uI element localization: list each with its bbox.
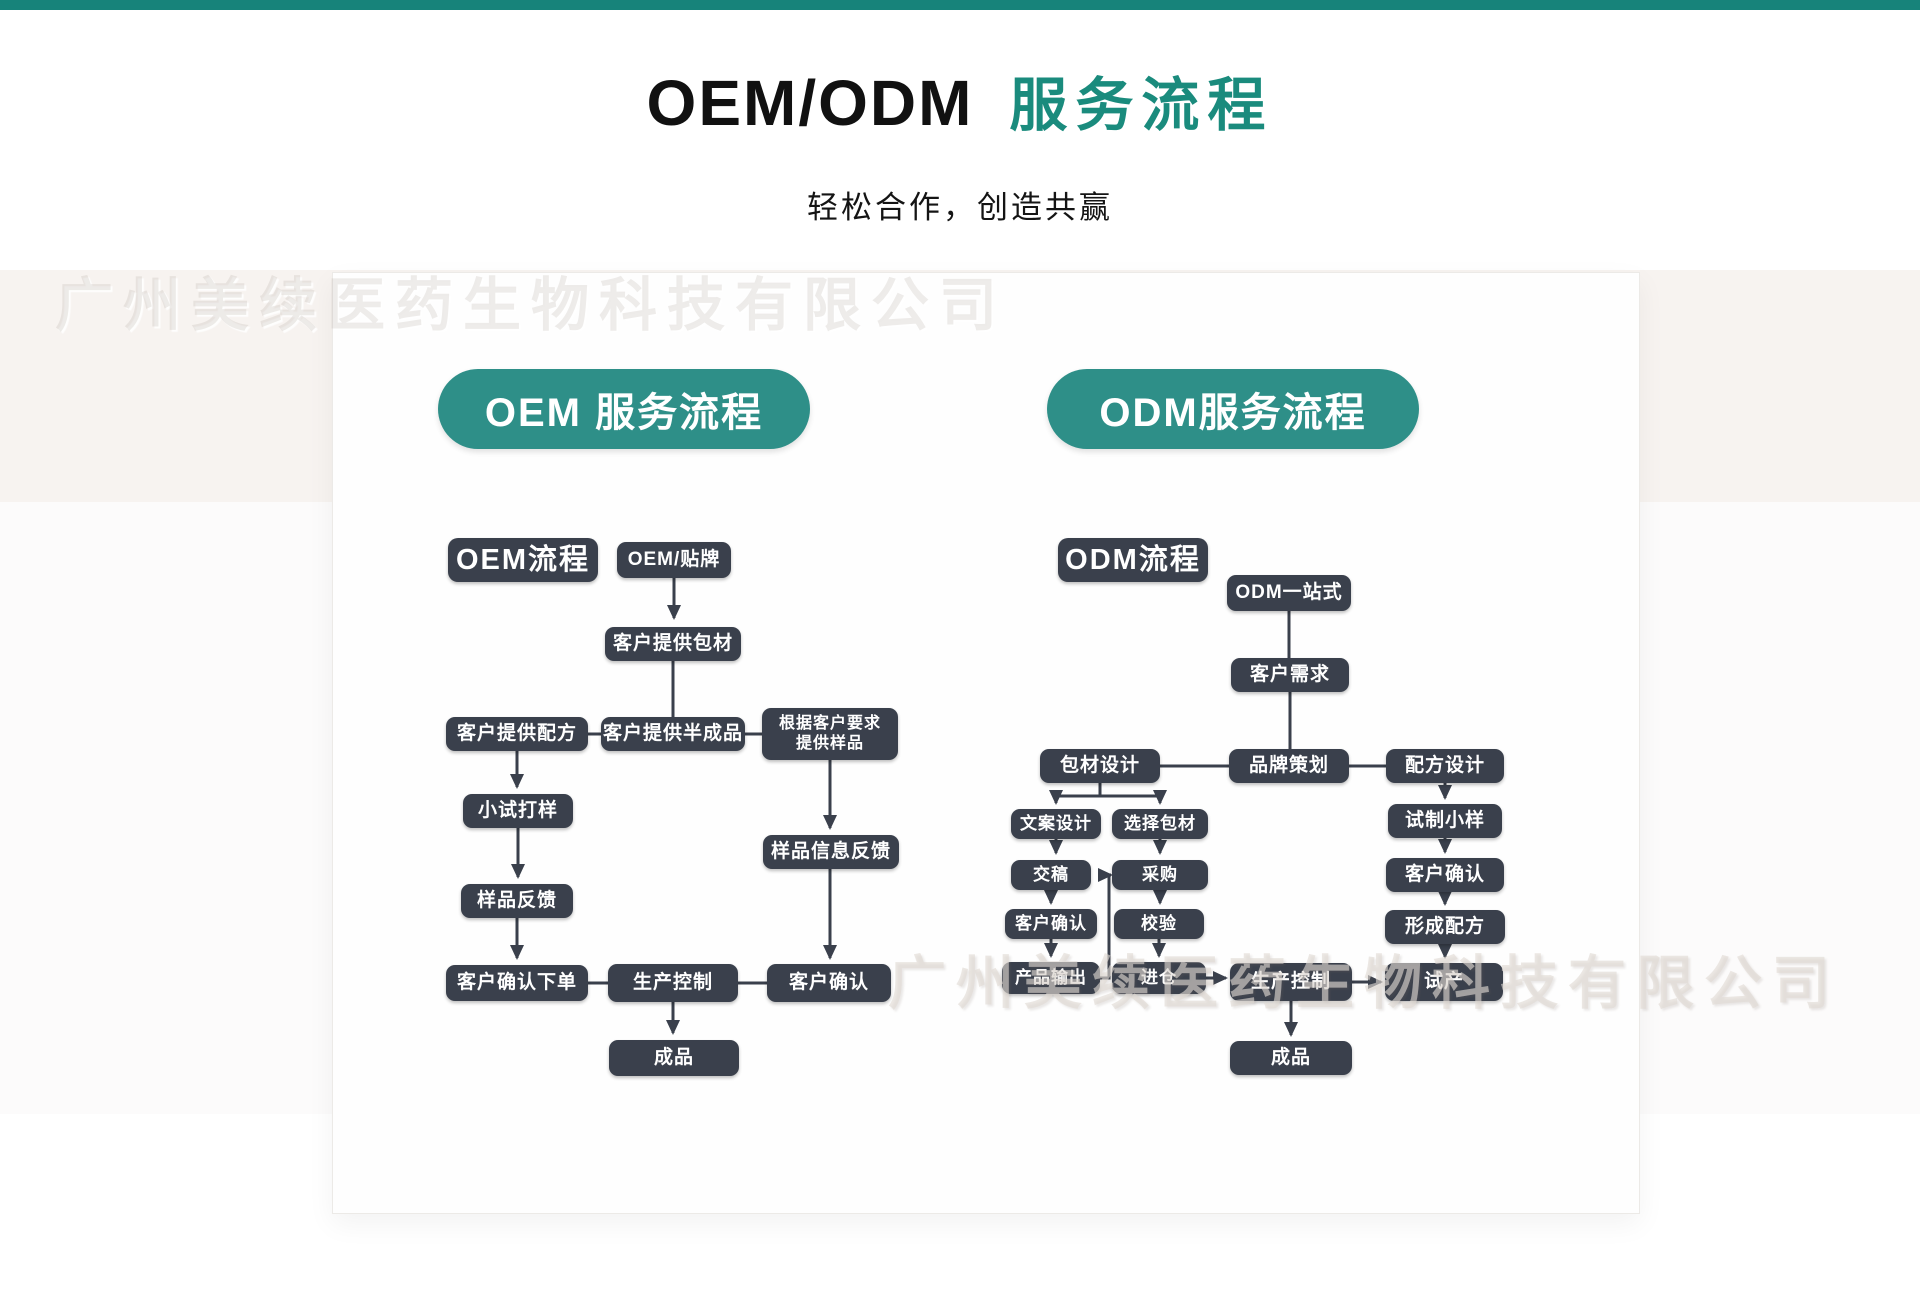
page-title-zh: 服务流程	[1009, 73, 1274, 138]
odm-connectors	[1044, 611, 1452, 1037]
node-oem-tiepai: OEM/贴牌	[617, 542, 731, 578]
node-line2: 提供样品	[795, 735, 864, 752]
company-watermark-bottom: 广州美续医药生物科技有限公司	[888, 951, 1841, 1016]
node-odm-one-stop: ODM一站式	[1227, 575, 1351, 611]
node-select-packaging: 选择包材	[1112, 809, 1208, 839]
node-submit-draft: 交稿	[1011, 860, 1091, 890]
node-oem-finished-product: 成品	[609, 1040, 739, 1076]
oem-connectors	[510, 578, 837, 1035]
odm-section-header: ODM服务流程	[1047, 369, 1419, 449]
node-form-formula: 形成配方	[1385, 910, 1505, 944]
node-brand-planning: 品牌策划	[1229, 749, 1349, 783]
node-trial-sampling: 小试打样	[463, 794, 573, 828]
flow-connectors	[510, 578, 1452, 1037]
page-title-en: OEM/ODM	[646, 67, 974, 139]
top-accent-bar	[0, 0, 1920, 10]
node-samples-per-requirements: 根据客户要求 提供样品	[762, 708, 898, 760]
node-sample-feedback: 样品反馈	[461, 884, 573, 918]
node-oem-customer-confirm: 客户确认	[767, 964, 891, 1002]
node-trial-production: 试产	[1385, 963, 1503, 1001]
node-procurement: 采购	[1112, 860, 1208, 890]
node-trial-small-sample: 试制小样	[1388, 804, 1502, 838]
node-customer-provides-packaging: 客户提供包材	[605, 627, 741, 661]
node-sample-info-feedback: 样品信息反馈	[763, 835, 899, 869]
node-inspection: 校验	[1114, 909, 1204, 939]
node-oem-label: OEM流程	[448, 538, 598, 582]
flowchart-card: OEM 服务流程 ODM服务流程	[332, 272, 1640, 1214]
node-odm-customer-confirm-left: 客户确认	[1005, 909, 1097, 939]
node-customer-provides-semifinished: 客户提供半成品	[601, 717, 745, 751]
node-copywriting-design: 文案设计	[1011, 809, 1101, 839]
node-line1: 根据客户要求	[778, 715, 881, 732]
node-odm-customer-confirm-right: 客户确认	[1386, 858, 1504, 892]
company-watermark-top: 广州美续医药生物科技有限公司	[55, 273, 1008, 338]
node-formula-design: 配方设计	[1386, 749, 1504, 783]
node-odm-production-control: 生产控制	[1230, 963, 1352, 1001]
node-warehousing: 进仓	[1112, 962, 1206, 994]
node-product-output: 产品输出	[1002, 962, 1100, 994]
node-odm-label: ODM流程	[1058, 538, 1208, 582]
node-customer-provides-formula: 客户提供配方	[446, 717, 588, 751]
node-customer-confirms-order: 客户确认下单	[446, 965, 588, 1001]
node-oem-production-control: 生产控制	[608, 964, 738, 1002]
page-subtitle: 轻松合作，创造共赢	[807, 190, 1113, 225]
node-odm-finished-product: 成品	[1230, 1041, 1352, 1075]
node-customer-needs: 客户需求	[1231, 658, 1349, 692]
page-title: OEM/ODM 服务流程	[0, 58, 1920, 142]
oem-section-header: OEM 服务流程	[438, 369, 810, 449]
node-packaging-design: 包材设计	[1040, 749, 1160, 783]
